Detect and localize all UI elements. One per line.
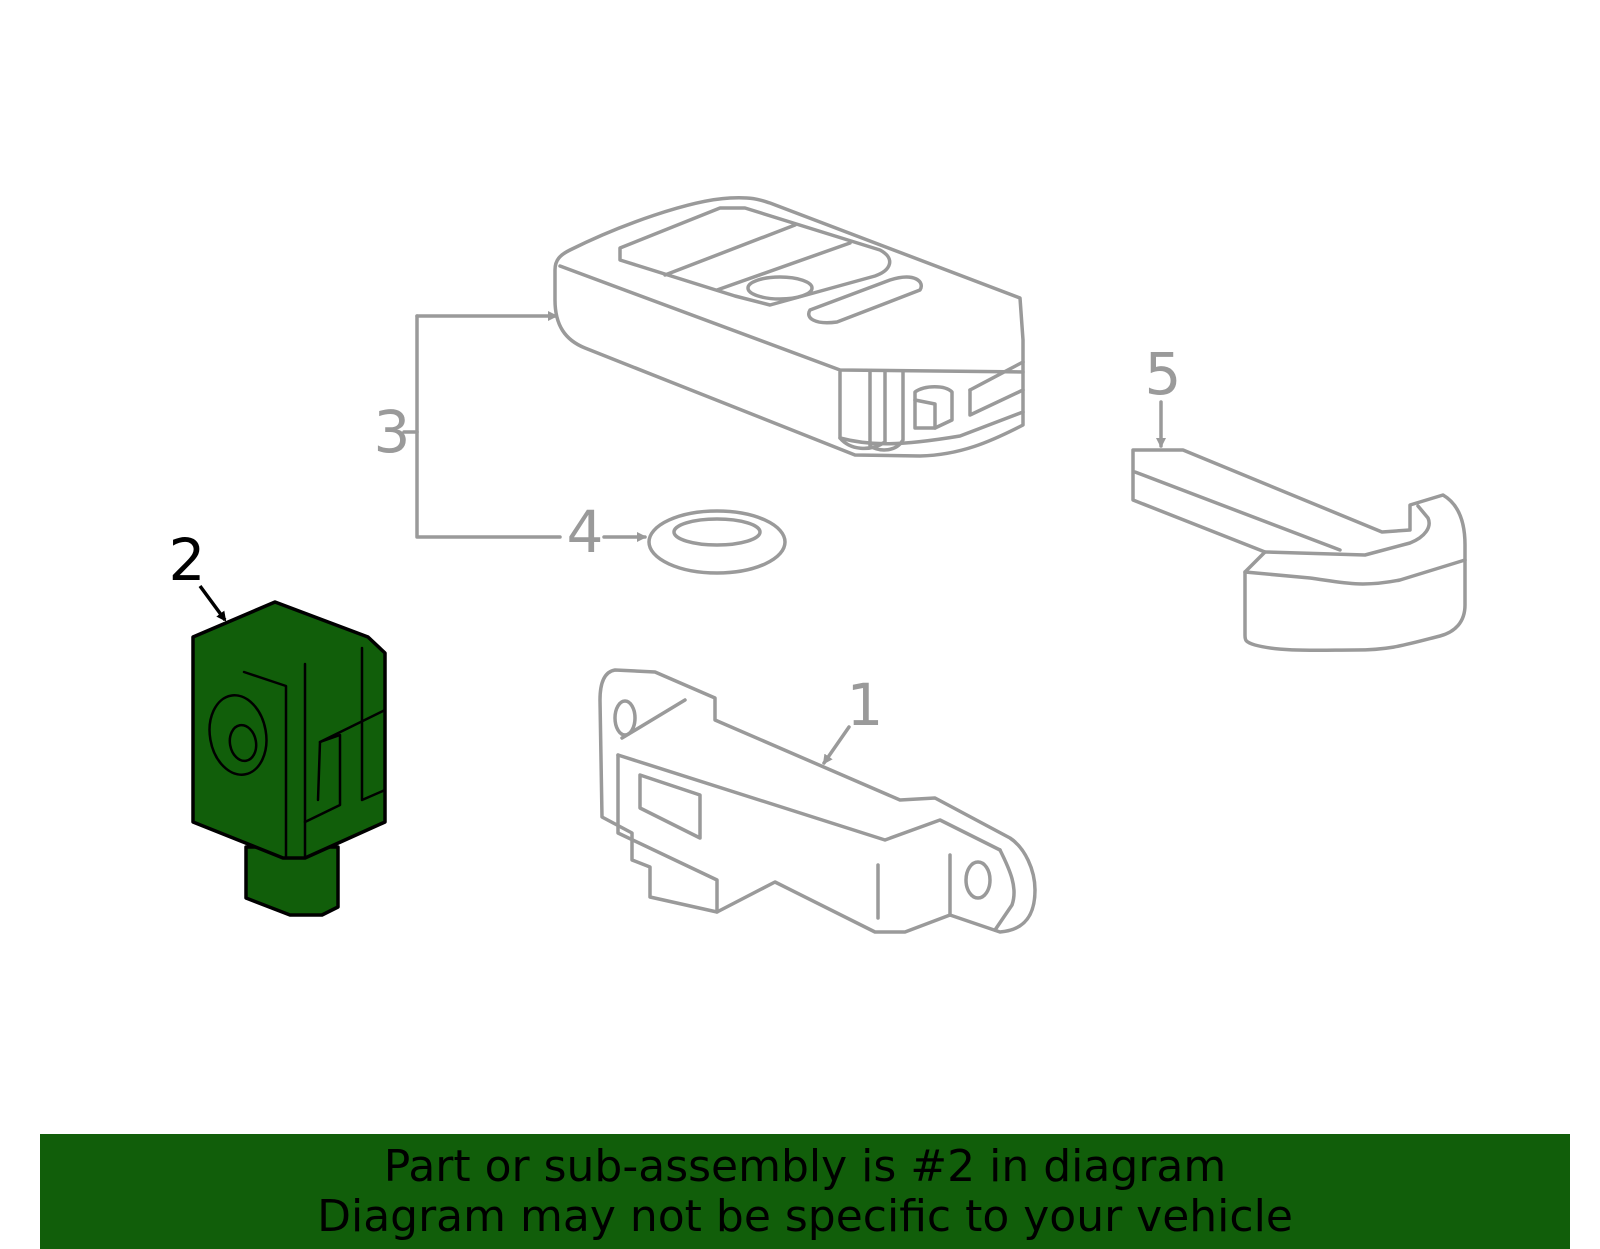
callout-4: 4 (567, 498, 604, 566)
emergency-key-drawing (1131, 448, 1467, 653)
key-fob-drawing (553, 196, 1025, 458)
callout-1: 1 (847, 671, 884, 739)
leader-lines (198, 311, 1166, 765)
callout-5: 5 (1145, 340, 1182, 408)
callout-2: 2 (169, 526, 206, 594)
antenna-module-drawing (598, 668, 1037, 934)
battery-drawing (647, 509, 787, 575)
info-banner: Part or sub-assembly is #2 in diagram Di… (40, 1134, 1570, 1249)
banner-line-1: Part or sub-assembly is #2 in diagram (383, 1140, 1227, 1192)
banner-line-2: Diagram may not be specific to your vehi… (317, 1190, 1293, 1242)
sensor-module-drawing (191, 600, 387, 917)
callout-3: 3 (374, 398, 411, 466)
